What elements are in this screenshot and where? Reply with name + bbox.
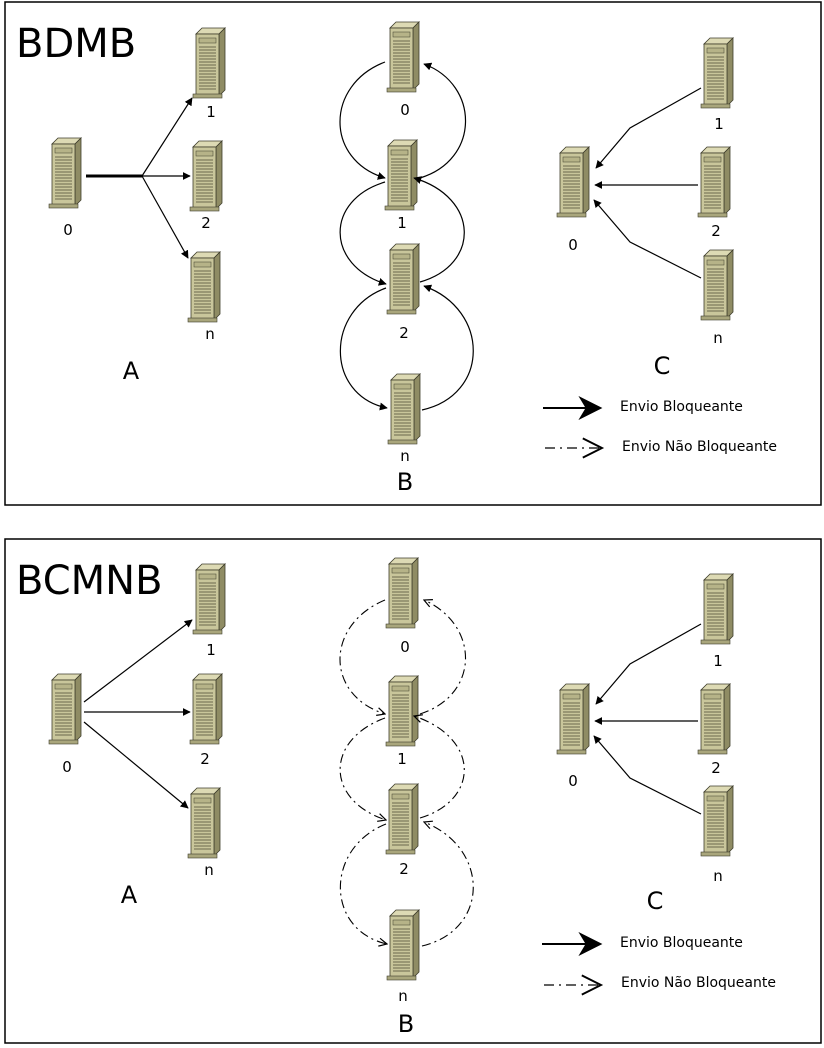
server-icon: [386, 21, 420, 93]
legend-non-blocking-label: Envio Não Bloqueante: [622, 439, 777, 455]
gather-arrow-1: [595, 87, 702, 169]
ring-arrow: [413, 176, 465, 283]
legend-non-blocking-label: Envio Não Bloqueante: [621, 975, 776, 991]
group-label: B: [397, 468, 413, 496]
node-label: 2: [399, 324, 409, 342]
server-icon: [385, 675, 419, 747]
server-icon: [386, 909, 420, 981]
node-label: 2: [201, 214, 211, 232]
node-label: 0: [568, 772, 578, 790]
group-label: A: [121, 881, 138, 909]
ring-arrow: [421, 822, 474, 947]
group-label: B: [398, 1010, 414, 1038]
panel-bdmb: BDMB 0 1 2 n A: [4, 1, 822, 506]
server-icon: [192, 27, 226, 99]
node-label: 1: [714, 115, 724, 133]
server-icon: [556, 146, 590, 218]
panel-title: BCMNB: [16, 558, 163, 604]
server-icon: [187, 251, 221, 323]
node-label: 0: [400, 101, 410, 119]
server-icon: [386, 243, 420, 315]
legend: Envio Bloqueante Envio Não Bloqueante: [543, 396, 777, 459]
group-b: 0 1 2 n B: [339, 557, 474, 1038]
ring-arrow: [421, 284, 474, 411]
node-label: n: [205, 325, 215, 343]
ring-arrow: [340, 823, 387, 944]
send-arrow-n: [83, 721, 189, 809]
ring-arrow: [339, 717, 386, 820]
ring-arrow: [339, 181, 387, 286]
legend-blocking-label: Envio Bloqueante: [620, 399, 743, 415]
server-icon: [697, 683, 731, 755]
group-label: C: [647, 887, 664, 915]
node-label: 2: [711, 222, 721, 240]
server-icon: [385, 783, 419, 855]
legend: Envio Bloqueante Envio Não Bloqueante: [542, 932, 776, 996]
node-label: n: [400, 447, 410, 465]
node-label: n: [204, 861, 214, 879]
node-label: 2: [399, 860, 409, 878]
send-arrow-1: [83, 619, 193, 703]
node-label: 1: [397, 214, 407, 232]
server-icon: [385, 557, 419, 629]
panel-frame: [4, 538, 822, 1044]
server-icon: [700, 249, 734, 321]
legend-blocking-label: Envio Bloqueante: [620, 935, 743, 951]
node-label: 0: [63, 221, 73, 239]
ring-arrow: [414, 716, 465, 819]
gather-arrow-1: [595, 623, 702, 705]
server-icon: [187, 787, 221, 859]
node-label: 1: [206, 641, 216, 659]
server-icon: [192, 563, 226, 635]
server-icon: [700, 37, 734, 109]
node-label: n: [713, 329, 723, 347]
group-a: 0 1 2 n A: [48, 563, 226, 909]
panel-frame: [4, 1, 822, 506]
panel-title: BDMB: [16, 21, 136, 67]
server-icon: [700, 785, 734, 857]
node-label: n: [398, 987, 408, 1005]
gather-arrow-n: [593, 735, 702, 815]
node-label: 2: [711, 759, 721, 777]
server-icon: [556, 683, 590, 755]
server-icon: [48, 137, 82, 209]
node-label: 1: [206, 103, 216, 121]
server-icon: [384, 139, 418, 211]
group-c: 0 1 2 n C: [556, 37, 734, 380]
ring-arrow: [339, 61, 386, 180]
node-label: 0: [62, 758, 72, 776]
ring-arrow: [419, 600, 467, 715]
ring-arrow: [339, 599, 385, 714]
send-arrow-1: [141, 97, 193, 177]
node-label: 0: [400, 638, 410, 656]
group-b: 0 1 2 n B: [339, 21, 474, 496]
ring-arrow: [339, 287, 388, 411]
server-icon: [387, 373, 421, 445]
server-icon: [48, 673, 82, 745]
server-icon: [697, 146, 731, 218]
node-label: 1: [397, 750, 407, 768]
gather-arrow-n: [593, 199, 702, 279]
group-c: 0 1 2 n C: [556, 573, 734, 915]
node-label: n: [713, 867, 723, 885]
node-label: 0: [568, 236, 578, 254]
send-arrow-n: [141, 175, 189, 259]
server-icon: [189, 140, 223, 212]
node-label: 1: [713, 652, 723, 670]
group-label: C: [654, 352, 671, 380]
server-icon: [700, 573, 734, 645]
ring-arrow: [419, 62, 467, 179]
panel-bcmnb: BCMNB 0 1 2 n A: [4, 538, 822, 1044]
group-a: 0 1 2 n A: [48, 27, 226, 385]
group-label: A: [123, 357, 140, 385]
node-label: 2: [200, 750, 210, 768]
server-icon: [189, 673, 223, 745]
